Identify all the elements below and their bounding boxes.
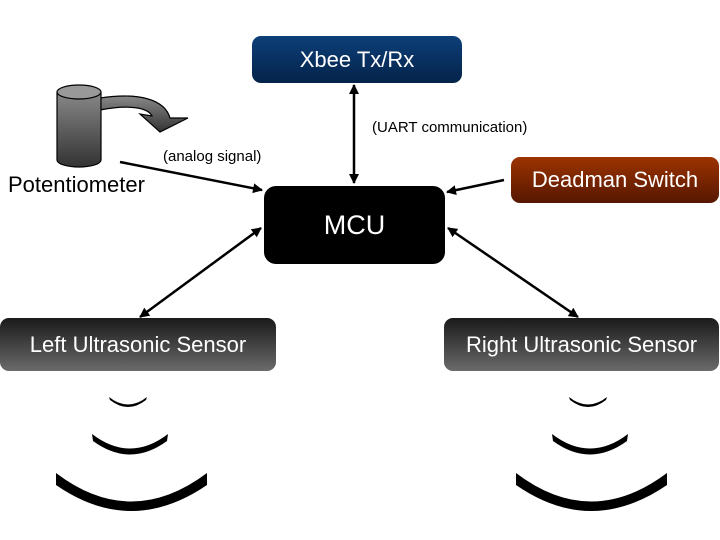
left-ultrasonic-sensor-node: Left Ultrasonic Sensor: [0, 318, 276, 371]
right-ultrasonic-sensor-node: Right Ultrasonic Sensor: [444, 318, 719, 371]
right-sensor-arrow: [447, 226, 579, 319]
analog-signal-label: (analog signal): [163, 148, 262, 165]
potentiometer-label: Potentiometer: [8, 172, 145, 197]
left-sensor-label: Left Ultrasonic Sensor: [29, 331, 247, 357]
right-sonar-waves-icon: [516, 397, 667, 511]
deadman-arrow: [446, 178, 505, 196]
potentiometer-icon: [56, 84, 189, 168]
mcu-node: MCU: [264, 186, 445, 264]
right-sensor-label: Right Ultrasonic Sensor: [465, 331, 698, 357]
deadman-switch-node: Deadman Switch: [511, 157, 719, 203]
uart-label: (UART communication): [372, 119, 528, 136]
mcu-label: MCU: [323, 209, 386, 240]
left-sonar-waves-icon: [56, 397, 207, 511]
deadman-label: Deadman Switch: [531, 167, 699, 192]
xbee-node: Xbee Tx/Rx: [252, 36, 462, 83]
left-sensor-arrow: [139, 226, 262, 319]
analog-arrow: [119, 160, 263, 194]
xbee-label: Xbee Tx/Rx: [299, 46, 415, 72]
